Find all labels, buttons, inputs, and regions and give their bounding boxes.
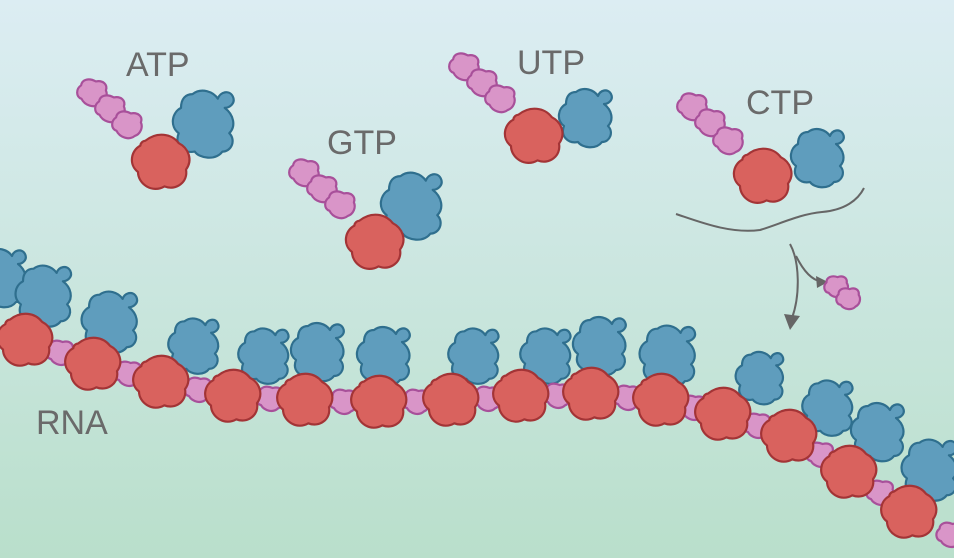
nucleobase-icon: [571, 315, 627, 377]
arrowhead-down-icon: [784, 314, 800, 330]
template-strand-line: [675, 187, 865, 232]
nucleobase-icon: [557, 87, 613, 149]
label-rna: RNA: [36, 404, 108, 442]
nucleobase-icon: [789, 127, 845, 189]
curved-arrow-icon: [789, 243, 799, 319]
label-gtp: GTP: [327, 124, 397, 162]
nucleobase-icon: [289, 321, 345, 383]
label-utp: UTP: [517, 44, 585, 82]
label-ctp: CTP: [746, 84, 814, 122]
arrowhead-right-icon: [816, 276, 828, 288]
label-atp: ATP: [126, 46, 190, 84]
